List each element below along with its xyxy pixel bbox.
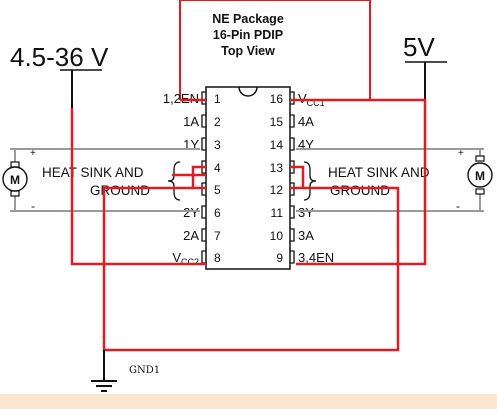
motor-left-tab-top [10, 161, 20, 168]
motor-left: M + - [2, 148, 36, 213]
motor-right-circle [467, 162, 493, 188]
heat-sink-right-line1: HEAT SINK AND [328, 165, 430, 180]
pin-6 [201, 205, 206, 219]
pin-1-name: 1,2EN [163, 91, 199, 106]
pin-2 [201, 114, 206, 128]
pin-11-name: 3Y [298, 205, 314, 220]
pin-8-name: VCC2 [172, 250, 199, 267]
heat-sink-right-line2: GROUND [330, 183, 390, 198]
ic-notch [238, 86, 258, 97]
motor-right-tab-top [475, 155, 485, 162]
motor-left-tab-bottom [10, 190, 20, 197]
pin-10-num: 10 [270, 229, 284, 243]
ic-body [205, 86, 291, 270]
pins-left-group: 1,2EN 1 1A 2 1Y 3 4 5 2Y 6 2A 7 VCC2 8 [163, 91, 221, 267]
heat-sink-brace-right [303, 161, 317, 201]
pin-10-name: 3A [298, 228, 314, 243]
pin-2-name: 1A [183, 114, 199, 129]
vcc2-wire [70, 108, 206, 266]
pin-14 [290, 137, 295, 151]
pins-right-group: VCC1 16 4A 15 4Y 14 13 12 3Y 11 3A 10 3,… [270, 91, 335, 265]
pin-3-num: 3 [214, 138, 221, 152]
motor-left-circle [2, 166, 28, 192]
pin-16-subscript: CC1 [307, 98, 325, 108]
pin-15 [290, 114, 295, 128]
pin-6-num: 6 [214, 206, 221, 220]
pin-8-subscript: CC2 [181, 257, 199, 267]
motor-wires [10, 148, 484, 212]
motor-left-minus: - [31, 199, 35, 213]
pin-5-num: 5 [214, 183, 221, 197]
pin-11-num: 11 [271, 206, 284, 220]
motor-right-plus: + [458, 148, 464, 159]
pin-6-name: 2Y [183, 205, 199, 220]
pin-9 [290, 250, 295, 264]
bottom-strip [0, 394, 497, 409]
ground-label: GND1 [129, 365, 160, 376]
pin-10 [290, 228, 295, 242]
ground-loop-left [191, 165, 206, 190]
pin-7-name: 2A [183, 228, 199, 243]
ground-bus [102, 186, 400, 352]
package-outline [179, 0, 371, 100]
vcc1-wire [290, 98, 427, 266]
package-line2: 16-Pin PDIP [213, 28, 283, 42]
pin-12-num: 12 [270, 183, 284, 197]
supply-right-label: 5V [403, 32, 435, 62]
ground-symbol: GND1 [91, 350, 160, 392]
pin-11 [290, 205, 295, 219]
motor-right-minus: - [456, 199, 460, 213]
heat-sink-left-line1: HEAT SINK AND [42, 165, 144, 180]
red-wiring [70, 98, 427, 352]
package-line1: NE Package [212, 12, 284, 26]
pin-9-name: 3,4EN [298, 250, 334, 265]
pin-7 [201, 228, 206, 242]
pin-1 [201, 91, 206, 105]
motor-left-plus: + [30, 148, 36, 159]
motor-right-label: M [475, 169, 485, 183]
pin-14-num: 14 [270, 138, 284, 152]
pin-13-num: 13 [270, 161, 284, 175]
ground-loop-right [290, 165, 305, 190]
pin-15-name: 4A [298, 114, 314, 129]
heat-sink-brace-left [167, 161, 181, 201]
motor-right: M + - [456, 148, 493, 213]
supply-left-label: 4.5-36 V [10, 42, 109, 72]
heat-sink-left-line2: GROUND [90, 183, 150, 198]
pin-9-num: 9 [276, 251, 283, 265]
pin-7-num: 7 [214, 229, 221, 243]
pin-16-name: VCC1 [298, 91, 325, 108]
pin-8-num: 8 [214, 251, 221, 265]
pin-15-num: 15 [270, 115, 284, 129]
pin-16 [290, 91, 295, 105]
motor-left-label: M [10, 173, 20, 187]
pin-4-num: 4 [214, 161, 221, 175]
pin-1-num: 1 [214, 92, 221, 106]
package-line3: Top View [221, 44, 275, 58]
pin-2-num: 2 [214, 115, 221, 129]
pin-16-num: 16 [270, 92, 284, 106]
pin-3 [201, 137, 206, 151]
motor-right-tab-bottom [475, 188, 485, 195]
